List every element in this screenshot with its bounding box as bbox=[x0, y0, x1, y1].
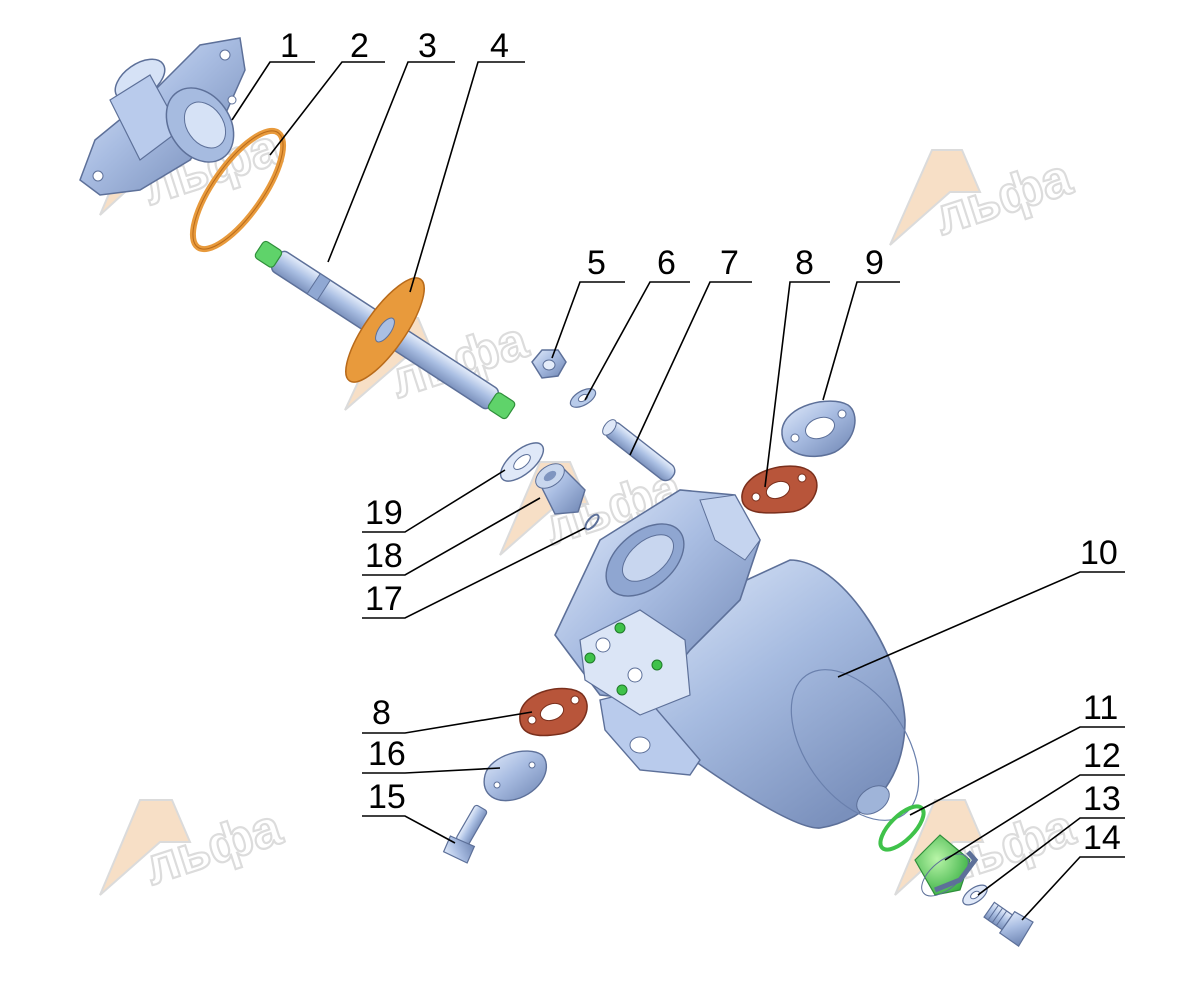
part-7-pin bbox=[602, 419, 676, 482]
callout-14: 14 bbox=[1083, 819, 1121, 857]
callout-12: 12 bbox=[1083, 737, 1121, 775]
callout-9: 9 bbox=[865, 244, 884, 282]
part-12-plug bbox=[914, 834, 979, 897]
part-10-housing bbox=[554, 489, 920, 829]
callout-10: 10 bbox=[1080, 534, 1118, 572]
leader-5 bbox=[551, 281, 625, 359]
leader-2 bbox=[269, 61, 385, 156]
leader-12 bbox=[944, 774, 1125, 861]
leader-4 bbox=[409, 61, 525, 293]
part-16-cover bbox=[483, 750, 547, 802]
part-4-washer bbox=[345, 277, 425, 383]
part-5-nut bbox=[531, 349, 567, 379]
leader-lines bbox=[231, 61, 1125, 921]
callout-11: 11 bbox=[1083, 689, 1118, 727]
leader-7 bbox=[629, 281, 752, 456]
leader-3 bbox=[327, 61, 455, 263]
leader-9 bbox=[822, 281, 900, 401]
part-13-washer bbox=[962, 884, 988, 906]
callout-19: 19 bbox=[365, 494, 403, 532]
callout-6: 6 bbox=[657, 244, 676, 282]
callout-5: 5 bbox=[587, 244, 606, 282]
watermark-logo-top-right: льфа bbox=[889, 147, 1080, 248]
part-6-lock-washer bbox=[569, 388, 597, 408]
part-1-flange-cover bbox=[79, 37, 246, 196]
callout-2: 2 bbox=[350, 27, 369, 65]
part-8-gasket-lower bbox=[519, 687, 588, 737]
callout-7: 7 bbox=[720, 244, 739, 282]
leader-13 bbox=[977, 817, 1125, 896]
callout-13: 13 bbox=[1083, 780, 1121, 818]
leader-19 bbox=[362, 469, 506, 533]
watermark: льфа льфа льфа льфа льфа льфа льфа bbox=[99, 117, 1083, 898]
part-18-bushing bbox=[535, 463, 586, 515]
callout-4: 4 bbox=[490, 27, 509, 65]
part-15-bolt bbox=[442, 804, 488, 864]
leader-15 bbox=[362, 815, 456, 844]
part-19-washer bbox=[499, 442, 545, 482]
callout-17: 17 bbox=[365, 580, 403, 618]
callout-18: 18 bbox=[365, 537, 403, 575]
leader-8-lower bbox=[362, 711, 533, 734]
callout-1: 1 bbox=[280, 27, 299, 65]
part-2-o-ring bbox=[189, 127, 287, 253]
callout-16: 16 bbox=[368, 735, 406, 773]
leader-18 bbox=[362, 497, 541, 576]
callout-3: 3 bbox=[418, 27, 437, 65]
leader-10 bbox=[837, 571, 1125, 678]
callout-numbers: 1 2 3 4 5 6 7 8 9 10 11 12 13 14 15 16 8… bbox=[280, 27, 1121, 857]
callout-8-lower: 8 bbox=[372, 694, 391, 732]
leader-1 bbox=[231, 61, 315, 121]
part-8-gasket-upper bbox=[741, 465, 818, 514]
leader-8-upper bbox=[764, 281, 830, 488]
watermark-logo-bottom-left: льфа bbox=[99, 797, 290, 898]
part-9-cover-plate bbox=[781, 400, 856, 458]
leader-6 bbox=[584, 281, 690, 401]
leader-17 bbox=[362, 527, 586, 619]
part-17-retaining-ring bbox=[584, 513, 600, 531]
leader-16 bbox=[362, 767, 501, 774]
leader-14 bbox=[1021, 856, 1125, 921]
leader-11 bbox=[909, 726, 1125, 816]
callout-15: 15 bbox=[368, 778, 406, 816]
callout-8-upper: 8 bbox=[795, 244, 814, 282]
part-14-drain-screw bbox=[983, 901, 1034, 948]
